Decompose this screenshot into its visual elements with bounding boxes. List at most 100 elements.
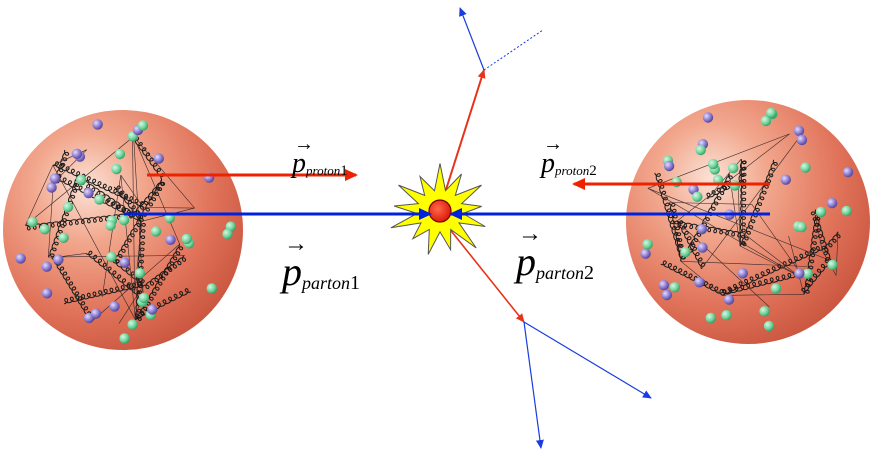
quark-green — [669, 282, 680, 293]
vector-arrow: → — [518, 221, 542, 247]
proton-2-momentum-label: →pproton2 — [541, 134, 597, 179]
quark-line — [669, 202, 752, 205]
quark-green — [138, 292, 150, 304]
gluon-coil — [132, 136, 165, 180]
momentum-subscript: parton — [302, 273, 351, 293]
quark-green — [127, 319, 138, 330]
quark-green — [766, 107, 777, 119]
quark-line — [647, 188, 832, 262]
quark-purple — [694, 277, 705, 288]
quark-green — [695, 144, 706, 156]
gluon-coil — [25, 212, 134, 231]
quark-green — [759, 306, 770, 317]
quark-green — [27, 216, 38, 228]
momentum-index: 1 — [340, 163, 348, 179]
momentum-subscript: proton — [306, 163, 341, 178]
quark-purple — [92, 119, 103, 130]
momentum-index: 1 — [350, 272, 361, 294]
quark-purple — [90, 308, 102, 319]
quark-green — [671, 176, 682, 188]
quark-purple — [147, 304, 158, 315]
gluon-coil — [660, 260, 724, 296]
gluon-coil — [721, 245, 823, 296]
quark-green — [800, 162, 811, 173]
parton-2-momentum-label: →pparton2 — [516, 222, 595, 284]
gluon-coil — [739, 159, 778, 247]
quark-line — [52, 165, 136, 320]
gluon-coil — [722, 271, 799, 296]
quark-green — [692, 191, 703, 202]
gluon-coil — [801, 259, 832, 295]
proton-left — [3, 110, 243, 350]
quark-line — [25, 165, 54, 226]
quark-line — [143, 207, 195, 209]
quark-purple — [640, 248, 651, 259]
quark-green — [114, 148, 126, 160]
quark-green — [206, 283, 217, 294]
quark-green — [642, 239, 653, 250]
quark-set-right — [640, 107, 854, 332]
quark-green — [94, 194, 105, 205]
gluon-network-right — [647, 133, 841, 308]
quark-green — [841, 205, 852, 217]
quark-purple — [697, 242, 708, 253]
momentum-symbol: p — [292, 148, 306, 179]
quark-green — [721, 310, 732, 321]
quark-purple — [696, 224, 708, 235]
gluon-coil — [821, 231, 841, 252]
quark-green — [76, 174, 87, 186]
quark-purple — [71, 148, 83, 159]
quark-purple — [109, 301, 120, 312]
quark-green — [118, 214, 130, 226]
quark-purple — [658, 279, 669, 291]
quark-line — [739, 245, 800, 277]
proton-left-sphere — [3, 110, 243, 350]
quark-green — [728, 162, 739, 174]
gluon-coil — [676, 220, 743, 238]
quark-green — [760, 115, 772, 127]
proton-right-sphere — [626, 100, 870, 344]
momentum-symbol: p — [516, 239, 536, 284]
quark-line — [118, 285, 144, 324]
quark-green — [111, 163, 122, 175]
momentum-index: 2 — [584, 262, 595, 284]
quark-green — [119, 333, 130, 344]
quark-green — [222, 228, 233, 240]
quark-purple — [153, 153, 164, 164]
quark-line — [680, 261, 808, 267]
gluon-coil — [51, 256, 95, 323]
quark-line — [120, 175, 136, 320]
quark-purple — [796, 134, 808, 146]
quark-purple — [780, 174, 791, 185]
quark-green — [58, 232, 69, 243]
quark-purple — [842, 166, 854, 178]
vector-arrow: → — [284, 231, 308, 257]
quark-line — [815, 215, 823, 250]
quark-purple — [663, 160, 675, 172]
quark-line — [701, 139, 799, 270]
momentum-index: 2 — [589, 163, 597, 179]
quark-green — [137, 120, 149, 131]
quark-green — [770, 283, 782, 294]
vector-arrow: → — [543, 133, 563, 155]
gluon-coil — [676, 220, 706, 270]
quark-purple — [119, 257, 130, 268]
quark-green — [763, 320, 775, 332]
gluon-coil — [133, 179, 165, 215]
quark-green — [802, 268, 813, 279]
jet-fragment-down — [523, 321, 544, 449]
jet-fragment-up-left — [459, 7, 485, 71]
quark-purple — [53, 254, 64, 265]
quark-green — [708, 158, 719, 170]
quark-line — [120, 175, 144, 208]
quark-purple — [826, 197, 838, 209]
gluon-coil — [47, 175, 82, 258]
quark-purple — [41, 288, 53, 299]
quark-line — [742, 232, 800, 277]
quark-green — [815, 206, 827, 218]
quark-line — [134, 207, 144, 293]
parton-1-momentum-label: →pparton1 — [282, 232, 361, 294]
quark-purple — [83, 187, 94, 199]
quark-green — [106, 251, 117, 263]
